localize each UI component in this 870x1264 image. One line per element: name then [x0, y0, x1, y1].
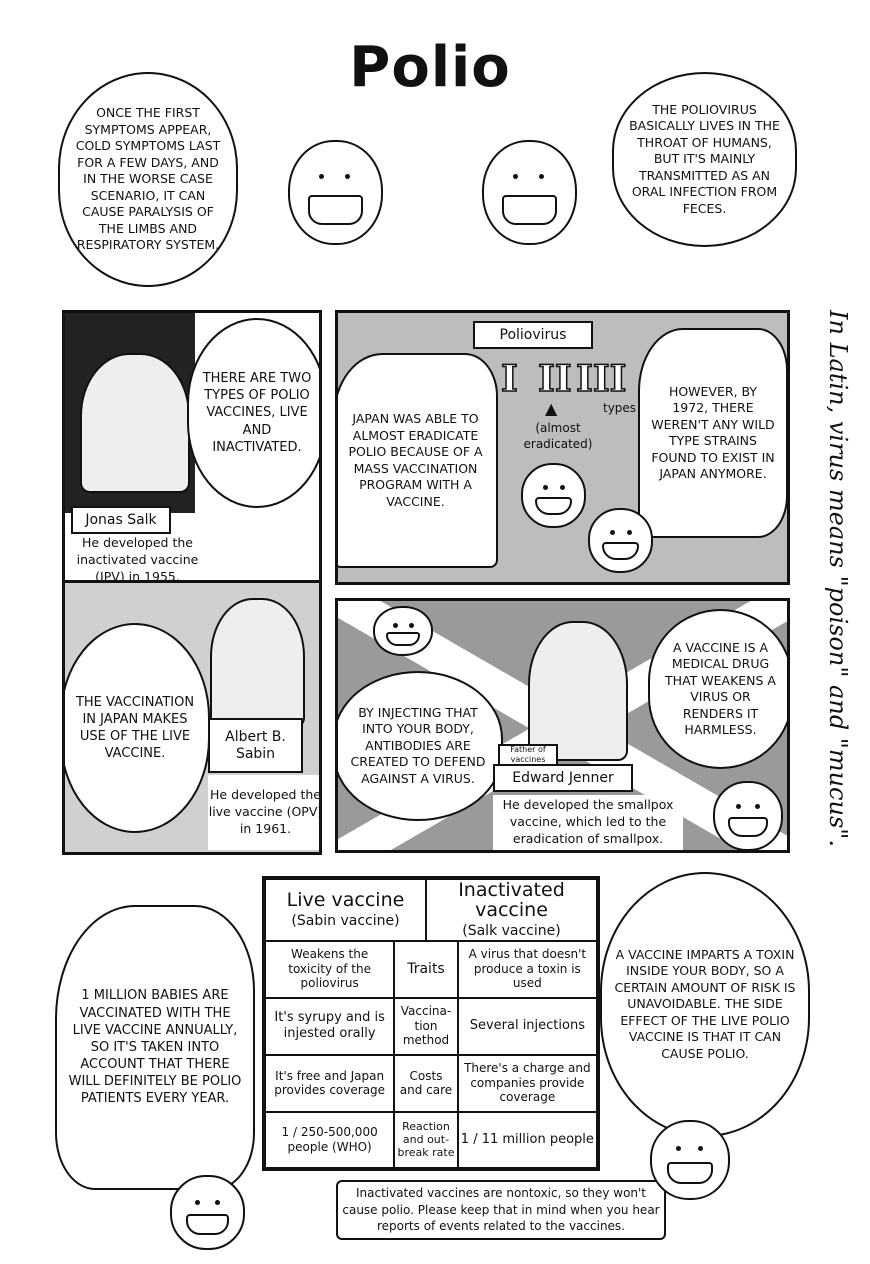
- polio-mascot-face: [170, 1175, 245, 1250]
- inactivated-vaccine-header: Inactivated vaccine(Salk vaccine): [424, 877, 600, 942]
- salk-panel: There are two types of polio vaccines, l…: [62, 310, 322, 585]
- inactivated-vaccine-title: Inactivated vaccine: [458, 879, 565, 921]
- sabin-panel: The vaccination in Japan makes use of th…: [62, 580, 322, 855]
- jonas-salk-portrait: [80, 353, 190, 493]
- vaccine-definition-bubble: A vaccine is a medical drug that weakens…: [648, 609, 787, 769]
- sabin-caption: He developed the live vaccine (OPV) in 1…: [208, 775, 319, 850]
- injecting-bubble: By injecting that into your body, antibo…: [338, 671, 503, 821]
- live-vaccine-subtitle: (Sabin vaccine): [291, 912, 400, 929]
- jenner-panel: By injecting that into your body, antibo…: [335, 598, 790, 853]
- latin-virus-side-note: In Latin, virus means "poison" and "mucu…: [824, 310, 852, 847]
- polio-mascot-face: [713, 781, 783, 850]
- inactivated-cell: 1 / 11 million people: [456, 1110, 600, 1170]
- intro-left-bubble: Once the first symptoms appear, cold sym…: [58, 72, 238, 287]
- poliovirus-panel: Poliovirus I II III types ▲ (almost erad…: [335, 310, 790, 585]
- babies-vaccinated-bubble: 1 million babies are vaccinated with the…: [55, 905, 255, 1190]
- type-1-numeral: I: [500, 357, 518, 401]
- type-3-numeral: III: [575, 357, 627, 401]
- polio-mascot-face: [373, 606, 433, 656]
- live-cell: It's free and Japan provides coverage: [262, 1053, 396, 1113]
- vaccine-comparison-table: Live vaccine(Sabin vaccine) Inactivated …: [262, 876, 600, 1171]
- inactivated-cell: There's a charge and companies provide c…: [456, 1053, 600, 1113]
- inactivated-note-box: Inactivated vaccines are nontoxic, so th…: [336, 1180, 666, 1240]
- up-arrow-icon: ▲: [545, 399, 558, 418]
- albert-sabin-label: Albert B. Sabin: [208, 718, 303, 773]
- vaccine-risk-bubble: A vaccine imparts a toxin inside your bo…: [600, 872, 810, 1137]
- intro-right-bubble: The poliovirus basically lives in the th…: [612, 72, 797, 247]
- inactivated-vaccine-subtitle: (Salk vaccine): [462, 922, 561, 939]
- albert-sabin-portrait: [210, 598, 305, 728]
- row-label: Costs and care: [393, 1053, 459, 1113]
- poliovirus-sign: Poliovirus: [473, 321, 593, 349]
- live-cell: 1 / 250-500,000 people (WHO): [262, 1110, 396, 1170]
- types-label: types: [603, 401, 637, 415]
- inactivated-cell: Several injections: [456, 996, 600, 1056]
- table-row: 1 / 250-500,000 people (WHO)Reaction and…: [262, 1110, 600, 1170]
- almost-eradicated-note: (almost eradicated): [523, 421, 593, 451]
- jonas-salk-label: Jonas Salk: [71, 506, 171, 534]
- row-label: Reaction and out-break rate: [393, 1110, 459, 1170]
- table-header-row: Live vaccine(Sabin vaccine) Inactivated …: [263, 877, 600, 942]
- live-cell: Weakens the toxicity of the poliovirus: [262, 939, 396, 999]
- by-1972-bubble: However, by 1972, there weren't any wild…: [638, 328, 787, 538]
- polio-mascot-face: [588, 508, 653, 573]
- live-cell: It's syrupy and is injested orally: [262, 996, 396, 1056]
- father-of-vaccines-tag: Father of vaccines: [498, 744, 558, 766]
- polio-mascot-face: [521, 463, 586, 528]
- inactivated-cell: A virus that doesn't produce a toxin is …: [456, 939, 600, 999]
- sabin-bubble: The vaccination in Japan makes use of th…: [65, 623, 210, 833]
- japan-eradicate-bubble: Japan was able to almost eradicate polio…: [338, 353, 498, 568]
- live-vaccine-title: Live vaccine: [286, 888, 405, 911]
- row-label: Vaccina-tion method: [393, 996, 459, 1056]
- polio-mascot-face: [650, 1120, 730, 1200]
- live-vaccine-header: Live vaccine(Sabin vaccine): [263, 877, 427, 942]
- page-title: Polio: [349, 35, 511, 100]
- row-label: Traits: [393, 939, 459, 999]
- polio-mascot-face: [288, 140, 383, 245]
- salk-bubble: There are two types of polio vaccines, l…: [187, 318, 319, 508]
- edward-jenner-portrait: [528, 621, 628, 761]
- jenner-caption: He developed the smallpox vaccine, which…: [493, 795, 683, 850]
- polio-mascot-face: [482, 140, 577, 245]
- type-2-numeral: II: [537, 357, 572, 401]
- edward-jenner-label: Edward Jenner: [493, 764, 633, 792]
- salk-caption: He developed the inactivated vaccine (IP…: [65, 535, 210, 582]
